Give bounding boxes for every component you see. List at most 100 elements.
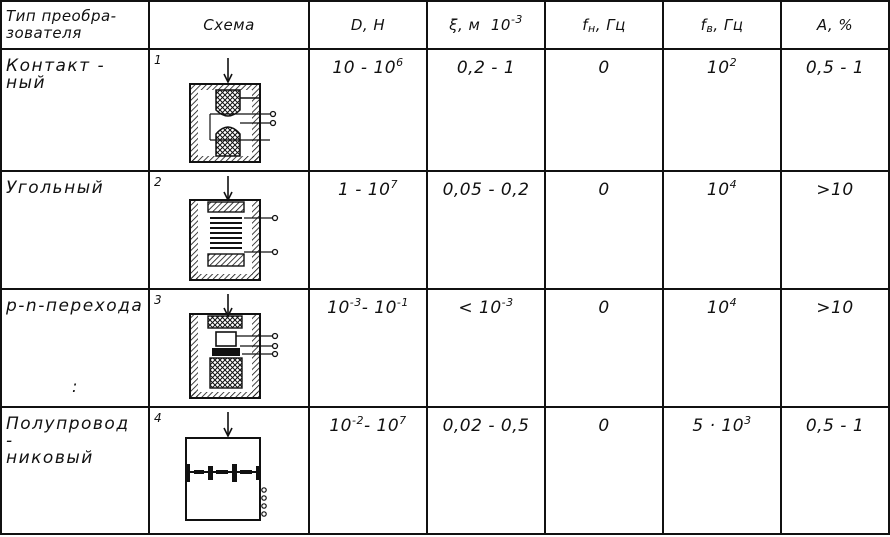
strain-gauge <box>232 464 237 482</box>
row-name: Полупровод - никовый <box>0 406 150 535</box>
pn-scheme-diagram <box>189 294 279 399</box>
table-row-carbon: Угольный 2 <box>0 170 890 290</box>
gauge-link <box>240 470 252 474</box>
d-exp2: 7 <box>399 414 407 427</box>
housing-right-hatch <box>252 314 260 398</box>
header-a: A, % <box>780 0 890 50</box>
pressure-pad <box>207 315 243 329</box>
housing-bottom-hatch <box>190 392 260 398</box>
header-fv-sub: в <box>706 22 714 35</box>
d-pre: 1 - 10 <box>338 180 391 200</box>
scheme-cell: 1 <box>148 48 310 172</box>
fv-pre: 10 <box>706 58 730 78</box>
fv-value: 5 · 103 <box>662 406 782 535</box>
header-xi: ξ, м 10-3 <box>426 0 546 50</box>
header-xi-base: 10 <box>490 16 511 34</box>
terminal-icon <box>261 503 267 509</box>
row-name: Контакт - ный <box>0 48 150 172</box>
terminal-icon <box>271 332 279 340</box>
scheme-number: 1 <box>154 53 162 67</box>
housing-bottom-hatch <box>190 156 260 162</box>
header-fv: fв, Гц <box>662 0 782 50</box>
header-fn-unit: , Гц <box>595 16 626 34</box>
d-pre: 10 - 10 <box>332 58 397 78</box>
header-row: Тип преобра- зователя Схема D, Н ξ, м 10… <box>0 0 890 50</box>
row-name-line1: Полупровод - <box>6 414 130 451</box>
fn-value: 0 <box>544 288 664 408</box>
d-value: 10-3- 10-1 <box>308 288 428 408</box>
header-fn-sub: н <box>587 22 596 35</box>
housing-left-hatch <box>190 90 198 162</box>
header-xi-label: ξ, м <box>449 16 481 34</box>
top-plate <box>207 201 245 213</box>
terminal-icon <box>261 495 267 501</box>
xi-pre: < 10 <box>458 298 502 318</box>
header-fn-label: f <box>582 16 588 34</box>
scheme-cell: 4 <box>148 406 310 535</box>
force-arrow-head <box>223 427 233 438</box>
fv-exp: 3 <box>744 414 752 427</box>
strain-gauge <box>185 464 190 482</box>
header-fn: fн, Гц <box>544 0 664 50</box>
terminal-icon <box>271 350 279 358</box>
fv-exp: 2 <box>729 56 738 69</box>
terminal-icon <box>269 110 277 118</box>
housing-right-hatch <box>252 90 260 162</box>
table-row-pn: p-n-перехода : 3 <box>0 288 890 408</box>
force-arrow-head <box>223 73 233 84</box>
fv-value: 102 <box>662 48 782 172</box>
d-exp: 6 <box>396 56 404 69</box>
lower-electrode <box>215 126 241 157</box>
d-exp: -2 <box>352 414 364 427</box>
d-mid: - 10 <box>363 416 400 436</box>
junction-layer <box>212 348 240 356</box>
xi-value: 0,2 - 1 <box>426 48 546 172</box>
row-name-line1: Угольный <box>6 178 105 198</box>
fn-value: 0 <box>544 48 664 172</box>
header-xi-exp: -3 <box>510 13 523 26</box>
row-name-line1: Контакт - <box>6 56 106 76</box>
a-value: >10 <box>780 170 890 290</box>
pn-junction-block <box>215 331 237 347</box>
header-d: D, Н <box>308 0 428 50</box>
housing-top-hatch <box>190 84 260 90</box>
header-type-line1: Тип преобра- <box>6 7 117 25</box>
housing-left-hatch <box>190 200 198 280</box>
d-exp2: -1 <box>396 296 409 309</box>
d-value: 1 - 107 <box>308 170 428 290</box>
d-mid: - 10 <box>361 298 397 318</box>
terminal-icon <box>271 342 279 350</box>
fv-pre: 10 <box>706 298 730 318</box>
contact-scheme-diagram <box>189 58 277 163</box>
d-exp: -3 <box>349 296 362 309</box>
row-name-line1: p-n-перехода <box>6 296 144 316</box>
fn-value: 0 <box>544 170 664 290</box>
xi-value: 0,05 - 0,2 <box>426 170 546 290</box>
a-value: 0,5 - 1 <box>780 48 890 172</box>
d-pre: 10 <box>329 416 352 436</box>
carbon-stack <box>210 217 242 249</box>
scheme-cell: 2 <box>148 170 310 290</box>
xi-pre: 0,05 - 0,2 <box>442 180 530 200</box>
gauge-link <box>194 470 204 474</box>
xi-pre: 0,2 - 1 <box>456 58 516 78</box>
fv-value: 104 <box>662 170 782 290</box>
scheme-number: 2 <box>154 175 162 189</box>
header-type: Тип преобра- зователя <box>0 0 150 50</box>
base-crystal <box>209 357 243 389</box>
header-fv-unit: , Гц <box>713 16 744 34</box>
terminal-icon <box>269 119 277 127</box>
housing-left-hatch <box>190 314 198 398</box>
terminal-icon <box>261 511 267 517</box>
a-value: >10 <box>780 288 890 408</box>
scheme-cell: 3 <box>148 288 310 408</box>
bottom-plate <box>207 253 245 267</box>
row-name: Угольный <box>0 170 150 290</box>
fv-pre: 10 <box>706 180 730 200</box>
header-fv-label: f <box>700 16 707 34</box>
row-name: p-n-перехода : <box>0 288 150 408</box>
xi-value: < 10-3 <box>426 288 546 408</box>
fn-value: 0 <box>544 406 664 535</box>
